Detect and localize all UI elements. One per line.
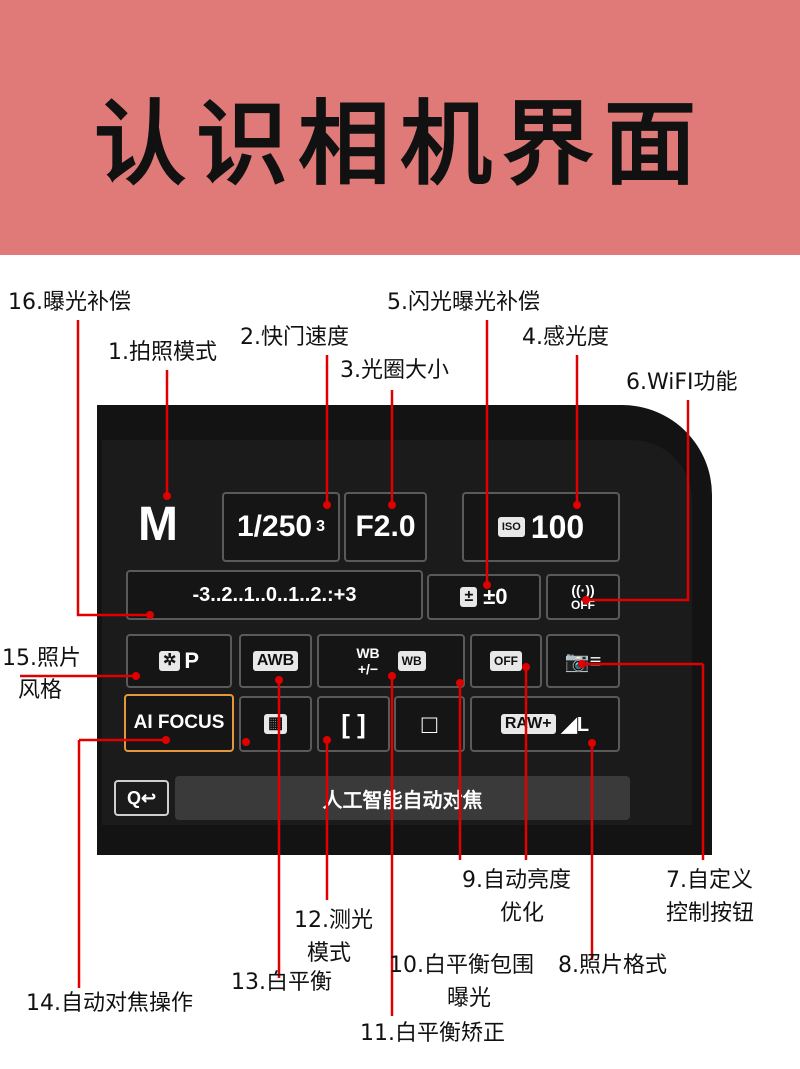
aperture-value: F2.0 bbox=[355, 510, 416, 543]
label-shooting-mode: 1.拍照模式 bbox=[108, 340, 217, 365]
label-picture-style: 15.照片 bbox=[2, 646, 81, 671]
white-balance-value: AWB bbox=[252, 651, 299, 671]
return-icon: ↩ bbox=[140, 787, 157, 808]
custom-controls-box[interactable]: 📷≡ bbox=[546, 634, 620, 688]
q-button[interactable]: Q ↩ bbox=[114, 780, 169, 816]
label-auto-lighting-optimizer: 9.自动亮度 bbox=[462, 868, 571, 893]
image-quality-box[interactable]: RAW+ ◢L bbox=[470, 696, 620, 752]
status-text: 人工智能自动对焦 bbox=[322, 787, 483, 812]
label-wifi: 6.WiFI功能 bbox=[626, 370, 738, 395]
shutter-speed-box[interactable]: 1/250 3 bbox=[222, 492, 340, 562]
metering-mode-box[interactable]: ▦ bbox=[239, 696, 312, 752]
label-custom-controls-2: 控制按钮 bbox=[666, 901, 755, 926]
picture-style-value: P bbox=[184, 648, 200, 673]
shutter-note: 3 bbox=[316, 518, 325, 535]
label-metering-2: 模式 bbox=[307, 941, 352, 966]
iso-icon: ISO bbox=[497, 517, 525, 537]
shooting-mode[interactable]: M bbox=[138, 498, 178, 551]
page-title: 认识相机界面 bbox=[93, 90, 706, 198]
exposure-scale-text: -3..2..1..0..1..2.:+3 bbox=[192, 583, 357, 606]
flash-exposure-comp-box[interactable]: ± ±0 bbox=[427, 574, 541, 620]
wifi-box[interactable]: ((·)) OFF bbox=[546, 574, 620, 620]
wifi-icon: ((·)) bbox=[571, 582, 595, 598]
label-af-operation: 14.自动对焦操作 bbox=[26, 991, 193, 1016]
q-button-label: Q bbox=[126, 787, 141, 808]
jpeg-large-icon: ◢L bbox=[561, 713, 590, 736]
label-custom-controls: 7.自定义 bbox=[666, 868, 753, 893]
flash-comp-icon: ± bbox=[460, 587, 478, 607]
label-image-quality: 8.照片格式 bbox=[558, 953, 667, 978]
wb-shift-top: WB bbox=[356, 645, 380, 661]
exposure-comp-scale[interactable]: -3..2..1..0..1..2.:+3 bbox=[126, 570, 423, 620]
auto-lighting-optimizer-box[interactable]: OFF bbox=[470, 634, 542, 688]
raw-quality-value: RAW+ bbox=[500, 714, 556, 734]
label-aperture: 3.光圈大小 bbox=[340, 358, 449, 383]
wb-bracket-icon: WB bbox=[397, 651, 426, 671]
status-bar: 人工智能自动对焦 bbox=[175, 776, 630, 820]
picture-style-box[interactable]: ✲ P bbox=[126, 634, 232, 688]
label-white-balance: 13.白平衡 bbox=[231, 970, 332, 995]
frame-icon: □ bbox=[421, 708, 438, 739]
wb-shift-bottom: +/− bbox=[357, 661, 379, 677]
iso-value: 100 bbox=[530, 508, 585, 545]
label-wb-bracket-2: 曝光 bbox=[447, 986, 492, 1011]
label-metering: 12.测光 bbox=[294, 908, 373, 933]
label-iso: 4.感光度 bbox=[522, 325, 609, 350]
label-wb-bracket: 10.白平衡包围 bbox=[389, 953, 534, 978]
wb-shift: WB +/− bbox=[356, 645, 379, 677]
iso-box[interactable]: ISO 100 bbox=[462, 492, 620, 562]
af-operation-box[interactable]: AI FOCUS bbox=[124, 694, 234, 752]
label-shutter-speed: 2.快门速度 bbox=[240, 325, 349, 350]
af-mode-value: AI FOCUS bbox=[133, 712, 225, 733]
title-banner: 认识相机界面 bbox=[0, 0, 800, 255]
single-shot-box[interactable]: □ bbox=[394, 696, 465, 752]
label-exposure-comp: 16.曝光补偿 bbox=[8, 290, 131, 315]
picture-style-icon: ✲ bbox=[158, 651, 181, 671]
label-wb-shift: 11.白平衡矫正 bbox=[360, 1021, 505, 1046]
label-auto-lighting-optimizer-2: 优化 bbox=[500, 901, 545, 926]
label-flash-exposure-comp: 5.闪光曝光补偿 bbox=[387, 290, 540, 315]
shutter-speed-value: 1/250 bbox=[237, 510, 313, 543]
alo-off-icon: OFF bbox=[490, 651, 522, 671]
aperture-box[interactable]: F2.0 bbox=[344, 492, 427, 562]
label-picture-style-2: 风格 bbox=[18, 678, 63, 703]
focus-bracket-icon: [ ] bbox=[341, 708, 366, 739]
